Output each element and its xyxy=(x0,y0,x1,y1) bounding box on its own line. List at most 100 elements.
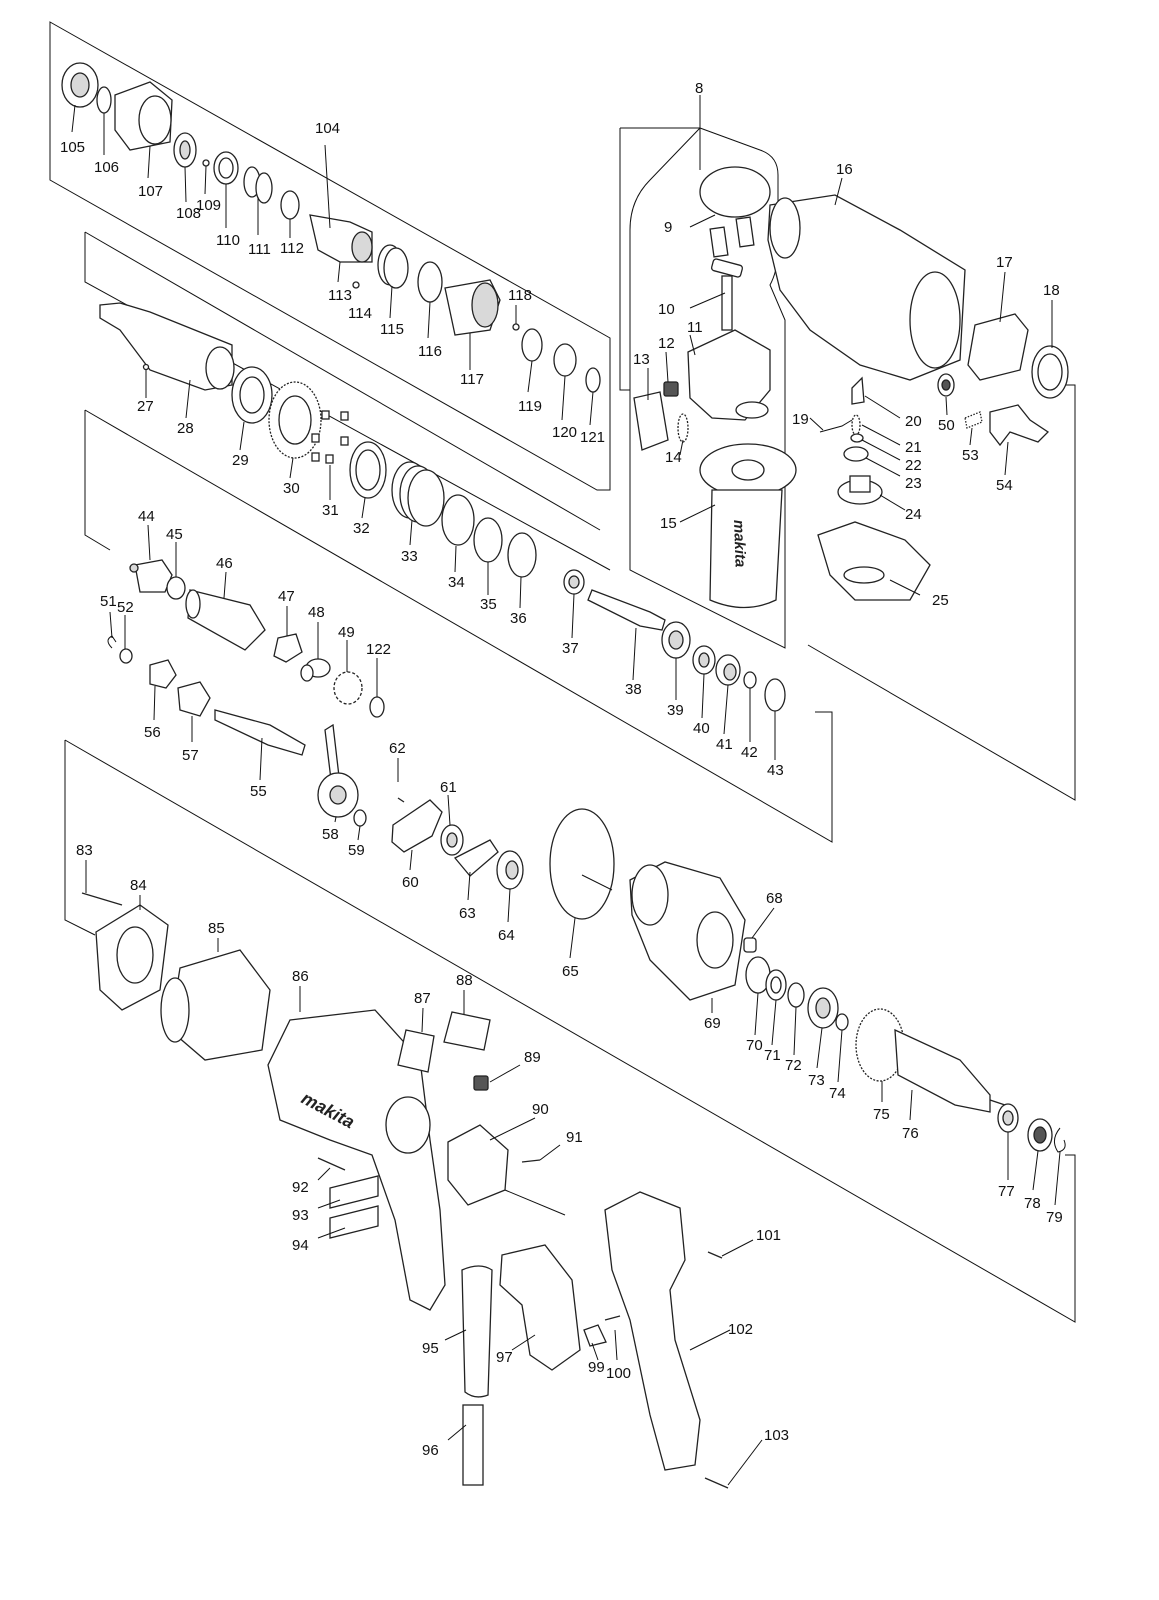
callout-87: 87 xyxy=(414,990,431,1007)
callout-34: 34 xyxy=(448,574,465,591)
callout-94: 94 xyxy=(292,1237,309,1254)
callout-47: 47 xyxy=(278,588,295,605)
callout-28: 28 xyxy=(177,420,194,437)
callout-10: 10 xyxy=(658,301,675,318)
callout-100: 100 xyxy=(606,1365,631,1382)
callout-42: 42 xyxy=(741,744,758,761)
callout-12: 12 xyxy=(658,335,675,352)
callout-48: 48 xyxy=(308,604,325,621)
callout-85: 85 xyxy=(208,920,225,937)
callout-109: 109 xyxy=(196,197,221,214)
callout-16: 16 xyxy=(836,161,853,178)
callout-17: 17 xyxy=(996,254,1013,271)
callout-107: 107 xyxy=(138,183,163,200)
callout-33: 33 xyxy=(401,548,418,565)
callout-106: 106 xyxy=(94,159,119,176)
callout-38: 38 xyxy=(625,681,642,698)
callout-61: 61 xyxy=(440,779,457,796)
callout-83: 83 xyxy=(76,842,93,859)
callout-93: 93 xyxy=(292,1207,309,1224)
callout-78: 78 xyxy=(1024,1195,1041,1212)
callout-110: 110 xyxy=(216,232,240,249)
callout-57: 57 xyxy=(182,747,199,764)
callout-75: 75 xyxy=(873,1106,890,1123)
callout-23: 23 xyxy=(905,475,922,492)
group-frames xyxy=(49,21,1076,1323)
callout-11: 11 xyxy=(687,319,703,336)
callout-37: 37 xyxy=(562,640,579,657)
callout-58: 58 xyxy=(322,826,339,843)
callout-21: 21 xyxy=(905,439,922,456)
callout-41: 41 xyxy=(716,736,733,753)
callout-119: 119 xyxy=(518,398,542,415)
callout-59: 59 xyxy=(348,842,365,859)
callout-43: 43 xyxy=(767,762,784,779)
callout-97: 97 xyxy=(496,1349,513,1366)
callout-77: 77 xyxy=(998,1183,1015,1200)
callout-31: 31 xyxy=(322,502,339,519)
callout-25: 25 xyxy=(932,592,949,609)
callout-84: 84 xyxy=(130,877,147,894)
callout-29: 29 xyxy=(232,452,249,469)
callout-36: 36 xyxy=(510,610,527,627)
callout-14: 14 xyxy=(665,449,682,466)
callout-88: 88 xyxy=(456,972,473,989)
callout-50: 50 xyxy=(938,417,955,434)
callout-101: 101 xyxy=(756,1227,781,1244)
callout-labels: 8 9 10 11 12 13 14 15 16 17 18 19 20 21 … xyxy=(60,80,1063,1459)
callout-39: 39 xyxy=(667,702,684,719)
callout-64: 64 xyxy=(498,927,515,944)
callout-22: 22 xyxy=(905,457,922,474)
callout-102: 102 xyxy=(728,1321,753,1338)
callout-112: 112 xyxy=(280,240,304,257)
callout-104: 104 xyxy=(315,120,340,137)
callout-117: 117 xyxy=(460,371,484,388)
callout-60: 60 xyxy=(402,874,419,891)
callout-71: 71 xyxy=(764,1047,781,1064)
callout-116: 116 xyxy=(418,343,442,360)
callout-96: 96 xyxy=(422,1442,439,1459)
callout-8: 8 xyxy=(695,80,703,97)
callout-9: 9 xyxy=(664,219,672,236)
callout-51: 51 xyxy=(100,593,117,610)
callout-46: 46 xyxy=(216,555,233,572)
callout-24: 24 xyxy=(905,506,922,523)
callout-18: 18 xyxy=(1043,282,1060,299)
callout-73: 73 xyxy=(808,1072,825,1089)
callout-122: 122 xyxy=(366,641,391,658)
callout-70: 70 xyxy=(746,1037,763,1054)
svg-text:makita: makita xyxy=(730,520,749,568)
part-drawings: makita xyxy=(61,62,1069,1489)
callout-99: 99 xyxy=(588,1359,605,1376)
callout-45: 45 xyxy=(166,526,183,543)
callout-44: 44 xyxy=(138,508,155,525)
callout-118: 118 xyxy=(508,287,532,304)
callout-90: 90 xyxy=(532,1101,549,1118)
callout-108: 108 xyxy=(176,205,201,222)
callout-30: 30 xyxy=(283,480,300,497)
callout-55: 55 xyxy=(250,783,267,800)
callout-32: 32 xyxy=(353,520,370,537)
callout-74: 74 xyxy=(829,1085,846,1102)
callout-52: 52 xyxy=(117,599,134,616)
callout-13: 13 xyxy=(633,351,650,368)
callout-79: 79 xyxy=(1046,1209,1063,1226)
callout-91: 91 xyxy=(566,1129,583,1146)
callout-111: 111 xyxy=(248,241,271,258)
callout-120: 120 xyxy=(552,424,577,441)
callout-54: 54 xyxy=(996,477,1013,494)
callout-68: 68 xyxy=(766,890,783,907)
leader-lines xyxy=(71,95,1061,1486)
callout-115: 115 xyxy=(380,321,404,338)
callout-27: 27 xyxy=(137,398,154,415)
callout-65: 65 xyxy=(562,963,579,980)
callout-89: 89 xyxy=(524,1049,541,1066)
callout-63: 63 xyxy=(459,905,476,922)
callout-35: 35 xyxy=(480,596,497,613)
callout-114: 114 xyxy=(348,305,372,322)
callout-113: 113 xyxy=(328,287,352,304)
callout-49: 49 xyxy=(338,624,355,641)
callout-15: 15 xyxy=(660,515,677,532)
callout-105: 105 xyxy=(60,139,85,156)
